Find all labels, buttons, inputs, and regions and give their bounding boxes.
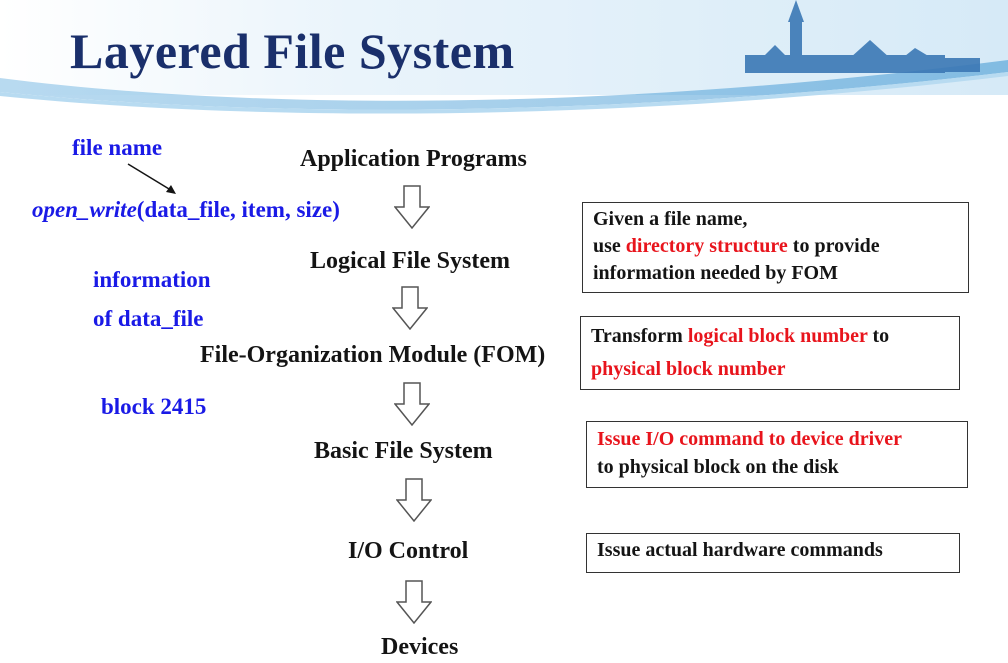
highlight-logical-block-number: logical block number <box>687 325 868 347</box>
function-name: open_write <box>32 197 137 222</box>
layer-devices: Devices <box>381 634 459 660</box>
down-arrow-icon <box>396 478 432 522</box>
village-silhouette-icon <box>745 0 980 73</box>
box-line: information needed by FOM <box>593 262 838 284</box>
text-segment: to <box>867 325 890 347</box>
highlight-issue-io-command: Issue I/O command to device driver <box>597 428 902 450</box>
annotation-block-number: block 2415 <box>101 394 207 419</box>
annotation-of-data-file: of data_file <box>93 306 204 331</box>
annotation-file-name: file name <box>72 135 163 160</box>
down-arrow-icon <box>394 185 430 229</box>
down-arrow-icon <box>394 382 430 426</box>
text-segment: to provide <box>787 235 880 257</box>
layer-application-programs: Application Programs <box>300 146 527 172</box>
box-basic-file-system-desc: Issue I/O command to device driver to ph… <box>586 421 968 488</box>
box-line: use directory structure to provide <box>593 233 958 260</box>
function-args: (data_file, item, size) <box>136 197 340 222</box>
title-banner <box>0 0 1008 114</box>
box-line: Issue actual hardware commands <box>597 539 883 561</box>
box-line: to physical block on the disk <box>597 456 839 478</box>
layer-basic-file-system: Basic File System <box>314 438 493 464</box>
annotation-information: information <box>93 267 211 292</box>
box-logical-file-system-desc: Given a file name, use directory structu… <box>582 202 969 293</box>
page-title: Layered File System <box>70 23 515 79</box>
annotation-open-write-call: open_write(data_file, item, size) <box>32 197 340 223</box>
highlight-physical-block-number: physical block number <box>591 358 786 380</box>
box-line: Transform logical block number to <box>591 320 949 353</box>
layer-io-control: I/O Control <box>348 538 469 564</box>
highlight-directory-structure: directory structure <box>625 235 788 257</box>
layer-file-organization-module: File-Organization Module (FOM) <box>200 342 546 368</box>
box-fom-desc: Transform logical block number to physic… <box>580 316 960 390</box>
layer-logical-file-system: Logical File System <box>310 248 510 274</box>
box-line: Given a file name, <box>593 208 748 230</box>
down-arrow-icon <box>392 286 428 330</box>
box-io-control-desc: Issue actual hardware commands <box>586 533 960 573</box>
down-arrow-icon <box>396 580 432 624</box>
pointer-arrow-icon <box>127 163 176 194</box>
text-segment: Transform <box>591 325 688 347</box>
text-segment: use <box>593 235 626 257</box>
